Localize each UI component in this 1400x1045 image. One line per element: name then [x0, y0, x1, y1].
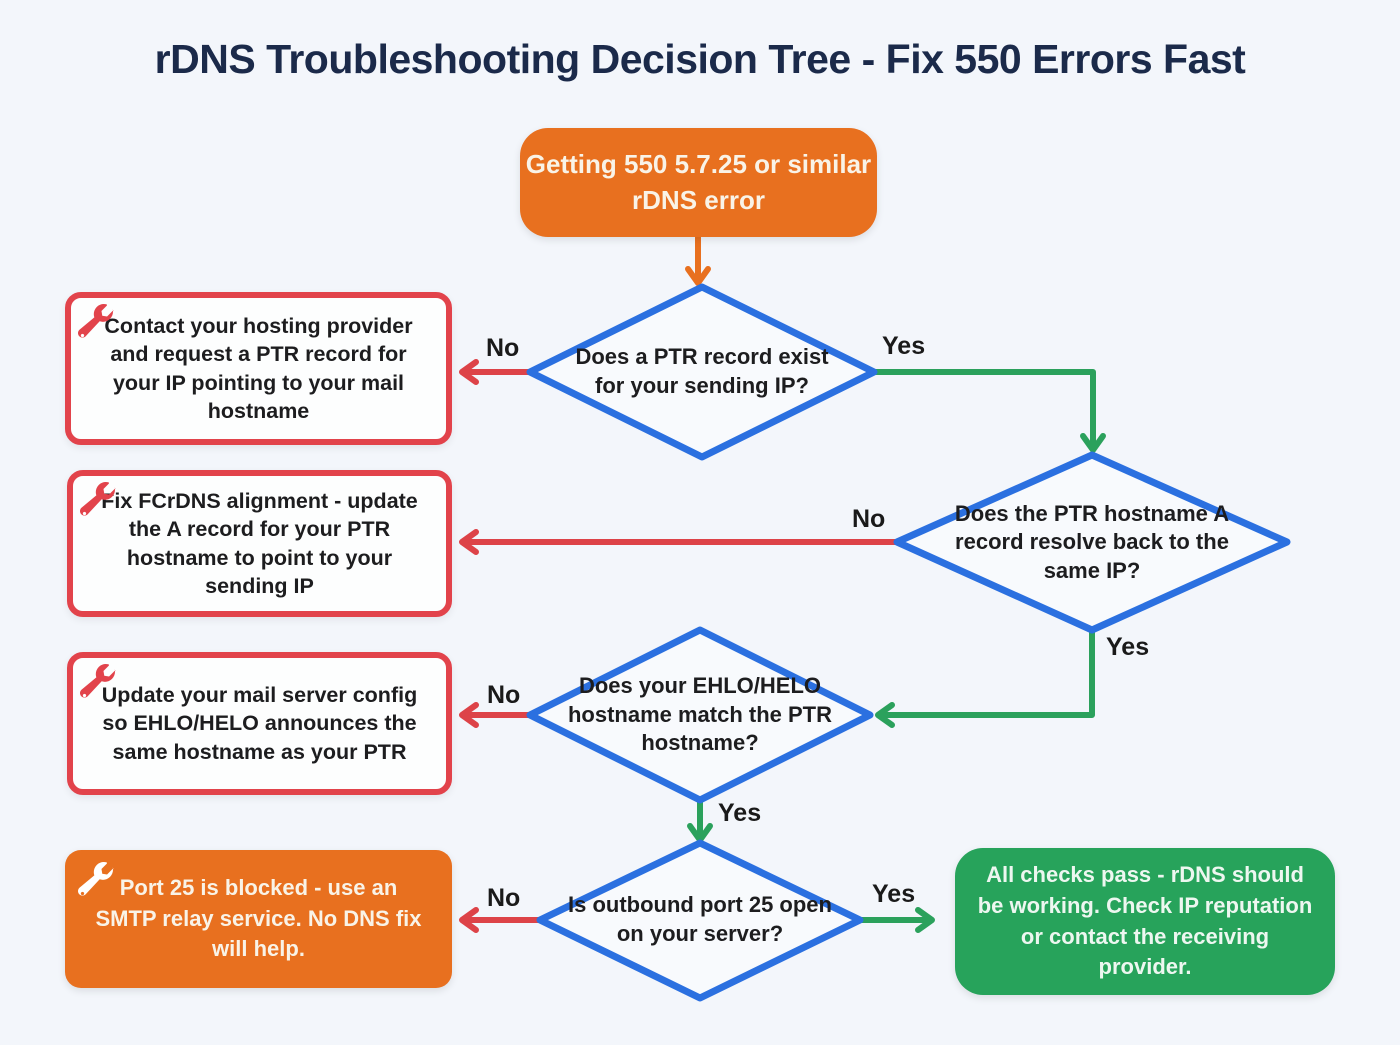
- start-node-text: Getting 550 5.7.25 or similar rDNS error: [525, 149, 872, 215]
- fix-node-request-ptr: Contact your hosting provider and reques…: [65, 292, 452, 445]
- edge-label-yes: Yes: [1106, 633, 1150, 661]
- wrench-icon: [80, 664, 116, 698]
- edge-label-yes: Yes: [718, 799, 762, 827]
- decision-text-ptr-exists: Does a PTR record exist for your sending…: [575, 344, 829, 398]
- fix-node-update-ehlo: Update your mail server config so EHLO/H…: [67, 652, 452, 795]
- decision-diamond-port25: [536, 839, 864, 1002]
- edge-label-no: No: [487, 681, 521, 709]
- edge-label-no: No: [487, 884, 521, 912]
- page-title: rDNS Troubleshooting Decision Tree - Fix…: [154, 36, 1246, 82]
- edge-d1-yes: [874, 369, 1106, 453]
- fix-node-fcrdns-alignment: Fix FCrDNS alignment - update the A reco…: [67, 470, 452, 617]
- decision-diamond-ehlo-match: [526, 626, 874, 804]
- decision-diamond-ptr-exists: [526, 283, 878, 461]
- decision-text-ehlo-match: Does your EHLO/HELO hostname match the P…: [567, 673, 833, 756]
- wrench-icon: [78, 862, 114, 896]
- fix-node-port25-blocked: Port 25 is blocked - use an SMTP relay s…: [65, 850, 452, 988]
- edge-label-no: No: [486, 334, 520, 362]
- fix-node-text: Port 25 is blocked - use an SMTP relay s…: [95, 874, 422, 962]
- wrench-icon: [80, 482, 116, 516]
- end-node-text: All checks pass - rDNS should be working…: [977, 861, 1313, 980]
- decision-text-port25: Is outbound port 25 open on your server?: [568, 892, 832, 946]
- start-node: Getting 550 5.7.25 or similar rDNS error: [520, 128, 877, 237]
- edge-label-no: No: [852, 505, 886, 533]
- edge-label-yes: Yes: [882, 332, 926, 360]
- fix-node-text: Update your mail server config so EHLO/H…: [101, 682, 418, 764]
- end-node-all-checks-pass: All checks pass - rDNS should be working…: [955, 848, 1335, 995]
- decision-diamond-fcrdns: [893, 451, 1291, 634]
- fix-node-text: Fix FCrDNS alignment - update the A reco…: [101, 488, 418, 598]
- wrench-icon: [78, 304, 114, 338]
- decision-text-fcrdns: Does the PTR hostname A record resolve b…: [954, 500, 1230, 583]
- edge-d2-yes: [875, 630, 1095, 728]
- edge-label-yes: Yes: [872, 880, 916, 908]
- fix-node-text: Contact your hosting provider and reques…: [104, 313, 413, 423]
